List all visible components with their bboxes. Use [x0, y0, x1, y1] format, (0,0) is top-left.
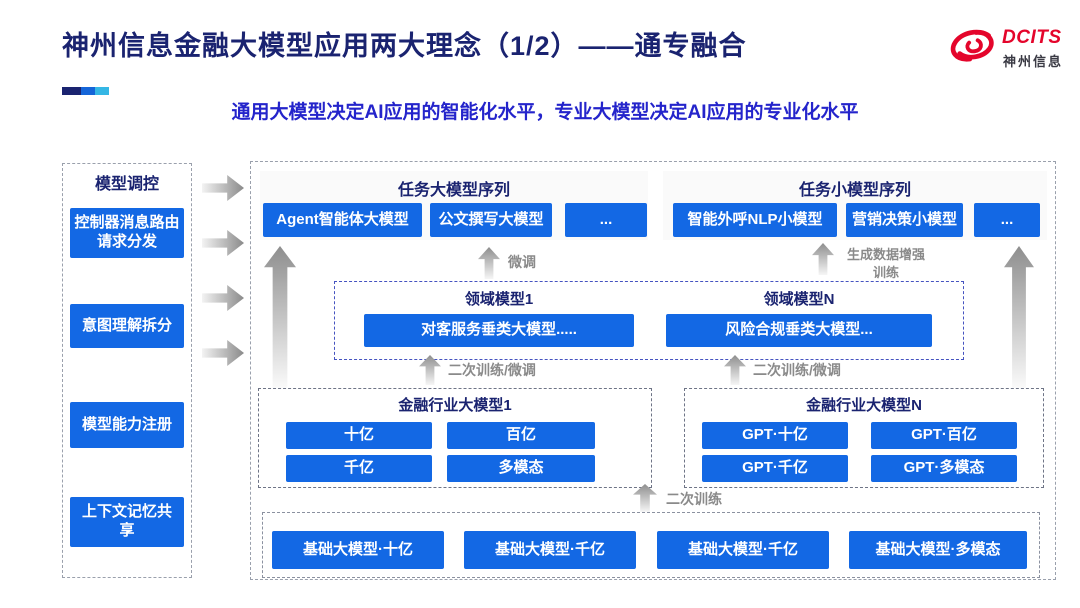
- finetune-label: 微调: [508, 254, 536, 270]
- industry-model-1-title: 金融行业大模型1: [398, 397, 512, 414]
- second-training-finetune-label-right: 二次训练/微调: [753, 362, 841, 378]
- second-training-finetune-label-left: 二次训练/微调: [448, 362, 536, 378]
- model-box-10b: 百亿: [447, 422, 595, 449]
- domain-model-n-title: 领域模型N: [763, 291, 835, 308]
- accent-segment-blue: [81, 87, 95, 95]
- model-box-100b: 千亿: [286, 455, 432, 482]
- industry-model-n-title: 金融行业大模型N: [806, 397, 922, 414]
- sidebar-item-intent-split: 意图理解拆分: [70, 304, 184, 348]
- sidebar-item-model-register: 模型能力注册: [70, 402, 184, 448]
- model-box-gpt-1b: GPT·十亿: [702, 422, 848, 449]
- model-box-agent: Agent智能体大模型: [263, 203, 422, 237]
- right-arrow-icon: [202, 340, 244, 366]
- sidebar-title: 模型调控: [94, 176, 159, 193]
- brand-name: DCITS: [1002, 27, 1062, 48]
- page-title: 神州信息金融大模型应用两大理念（1/2）——通专融合: [62, 31, 747, 61]
- model-box-foundation-100b-b: 基础大模型·千亿: [657, 531, 829, 569]
- model-box-more-small: ...: [974, 203, 1040, 237]
- model-box-foundation-1b: 基础大模型·十亿: [272, 531, 444, 569]
- model-box-gpt-100b: GPT·千亿: [702, 455, 848, 482]
- model-box-foundation-100b-a: 基础大模型·千亿: [464, 531, 636, 569]
- sidebar-item-context-memory: 上下文记忆共享: [70, 497, 184, 547]
- brand-name-cn: 神州信息: [1003, 54, 1064, 69]
- model-box-risk-compliance: 风险合规垂类大模型...: [666, 314, 932, 347]
- task-large-model-title: 任务大模型序列: [397, 182, 510, 199]
- model-box-more-large: ...: [565, 203, 647, 237]
- sidebar-item-controller-routing: 控制器消息路由请求分发: [70, 208, 184, 258]
- foundation-model-container: [262, 512, 1040, 578]
- title-accent-bar: [62, 87, 109, 95]
- right-arrow-icon: [202, 175, 244, 201]
- model-box-foundation-multimodal: 基础大模型·多模态: [849, 531, 1027, 569]
- accent-segment-cyan: [95, 87, 109, 95]
- gen-data-training-label: 生成数据增强训练: [846, 247, 925, 280]
- model-box-1b: 十亿: [286, 422, 432, 449]
- right-arrow-icon: [202, 285, 244, 311]
- sidebar-panel: [62, 163, 192, 578]
- model-box-marketing-decision: 营销决策小模型: [846, 203, 963, 237]
- domain-model-1-title: 领域模型1: [464, 291, 534, 308]
- second-training-label: 二次训练: [666, 491, 722, 507]
- model-box-document-writing: 公文撰写大模型: [430, 203, 552, 237]
- model-box-outbound-nlp: 智能外呼NLP小模型: [673, 203, 837, 237]
- model-box-gpt-10b: GPT·百亿: [871, 422, 1017, 449]
- dcits-swirl-icon: [950, 29, 994, 62]
- model-box-customer-service: 对客服务垂类大模型.....: [364, 314, 634, 347]
- main-diagram-container: [250, 161, 1056, 580]
- model-box-multimodal: 多模态: [447, 455, 595, 482]
- model-box-gpt-multimodal: GPT·多模态: [871, 455, 1017, 482]
- accent-segment-navy: [62, 87, 81, 95]
- task-small-model-title: 任务小模型序列: [798, 182, 911, 199]
- right-arrow-icon: [202, 230, 244, 256]
- slide-subtitle: 通用大模型决定AI应用的智能化水平，专业大模型决定AI应用的专业化水平: [231, 102, 859, 123]
